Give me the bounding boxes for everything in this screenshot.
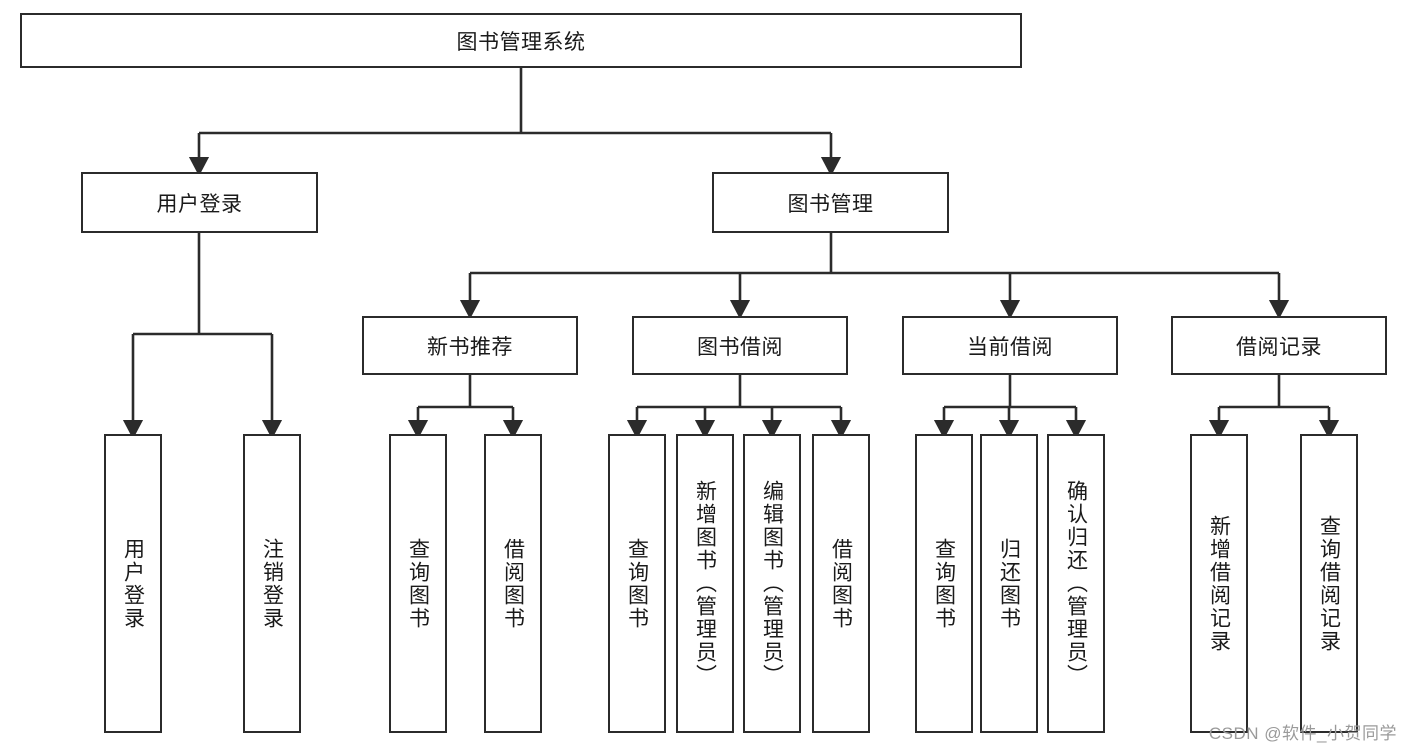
node-new-book-recommend[interactable]: 新书推荐 [362, 316, 578, 375]
node-book-borrow[interactable]: 图书借阅 [632, 316, 848, 375]
node-label: 借阅记录 [1236, 335, 1322, 359]
node-label: 新书推荐 [427, 335, 513, 359]
node-label: 图书管理系统 [456, 30, 586, 54]
node-label: 归还图书 [997, 537, 1021, 630]
node-root-book-management-system[interactable]: 图书管理系统 [20, 13, 1022, 68]
node-label: 当前借阅 [967, 335, 1053, 359]
leaf-current-borrow-query-book[interactable]: 查询图书 [915, 434, 973, 733]
node-current-borrow[interactable]: 当前借阅 [902, 316, 1118, 375]
node-label: 查询借阅记录 [1317, 514, 1341, 653]
leaf-new-book-query-book[interactable]: 查询图书 [389, 434, 447, 733]
leaf-book-borrow-borrow-book[interactable]: 借阅图书 [812, 434, 870, 733]
leaf-book-borrow-add-book-admin[interactable]: 新增图书（管理员） [676, 434, 734, 733]
csdn-watermark: CSDN @软件_小贺同学 [1208, 724, 1397, 743]
node-label: 确认归还（管理员） [1064, 480, 1088, 687]
node-label: 借阅图书 [501, 537, 525, 630]
leaf-new-book-borrow-book[interactable]: 借阅图书 [484, 434, 542, 733]
leaf-book-borrow-edit-book-admin[interactable]: 编辑图书（管理员） [743, 434, 801, 733]
node-user-login[interactable]: 用户登录 [81, 172, 318, 233]
node-borrow-record[interactable]: 借阅记录 [1171, 316, 1387, 375]
leaf-current-borrow-return-book[interactable]: 归还图书 [980, 434, 1038, 733]
node-label: 编辑图书（管理员） [760, 480, 784, 687]
node-label: 借阅图书 [829, 537, 853, 630]
node-label: 查询图书 [625, 537, 649, 630]
node-label: 用户登录 [156, 192, 243, 216]
node-label: 查询图书 [932, 537, 956, 630]
node-label: 新增借阅记录 [1207, 514, 1231, 653]
node-label: 新增图书（管理员） [693, 480, 717, 687]
node-label: 查询图书 [406, 537, 430, 630]
leaf-borrow-record-query-record[interactable]: 查询借阅记录 [1300, 434, 1358, 733]
leaf-current-borrow-confirm-return-admin[interactable]: 确认归还（管理员） [1047, 434, 1105, 733]
leaf-user-login-logout[interactable]: 注销登录 [243, 434, 301, 733]
node-label: 用户登录 [121, 537, 145, 630]
node-label: 图书借阅 [697, 335, 783, 359]
node-label: 图书管理 [787, 192, 874, 216]
leaf-borrow-record-add-record[interactable]: 新增借阅记录 [1190, 434, 1248, 733]
leaf-book-borrow-query-book[interactable]: 查询图书 [608, 434, 666, 733]
leaf-user-login-login[interactable]: 用户登录 [104, 434, 162, 733]
node-book-management[interactable]: 图书管理 [712, 172, 949, 233]
node-label: 注销登录 [260, 537, 284, 630]
